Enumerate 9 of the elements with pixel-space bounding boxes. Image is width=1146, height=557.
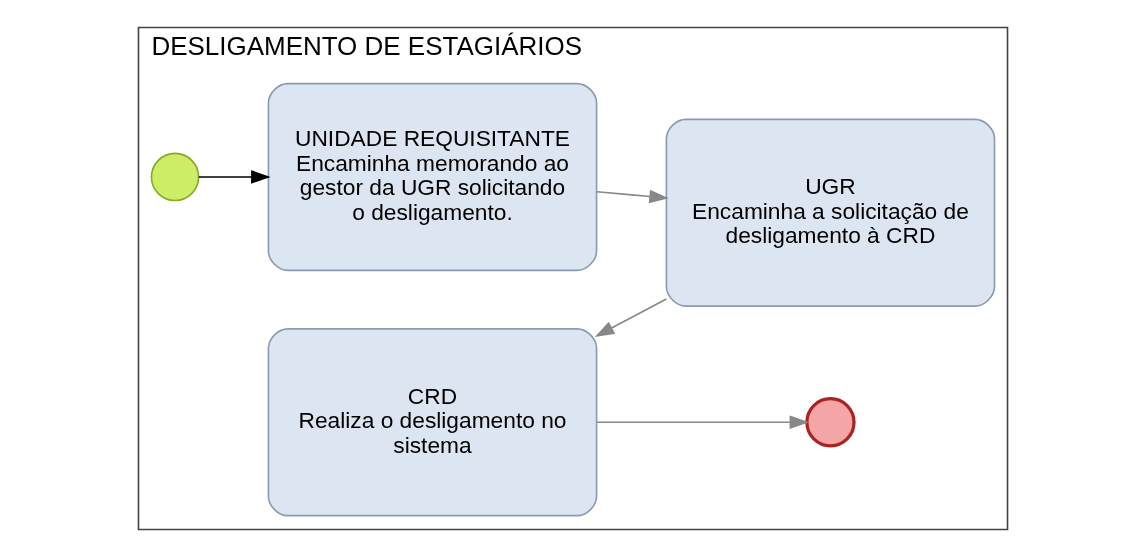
node-box: UGR Encaminha a solicitação de desligamento à CRD xyxy=(665,118,996,307)
arrow xyxy=(596,189,669,204)
node-box: UNIDADE REQUISITANTE Encaminha memorando ao gestor da UGR solicitando o desligamento. xyxy=(267,82,598,272)
node-circle xyxy=(150,152,200,202)
arrow xyxy=(596,415,810,430)
node-box: CRD Realiza o desligamento no sistema xyxy=(267,328,598,517)
arrow xyxy=(594,298,668,337)
node-circle xyxy=(805,397,856,448)
arrow xyxy=(197,170,271,184)
